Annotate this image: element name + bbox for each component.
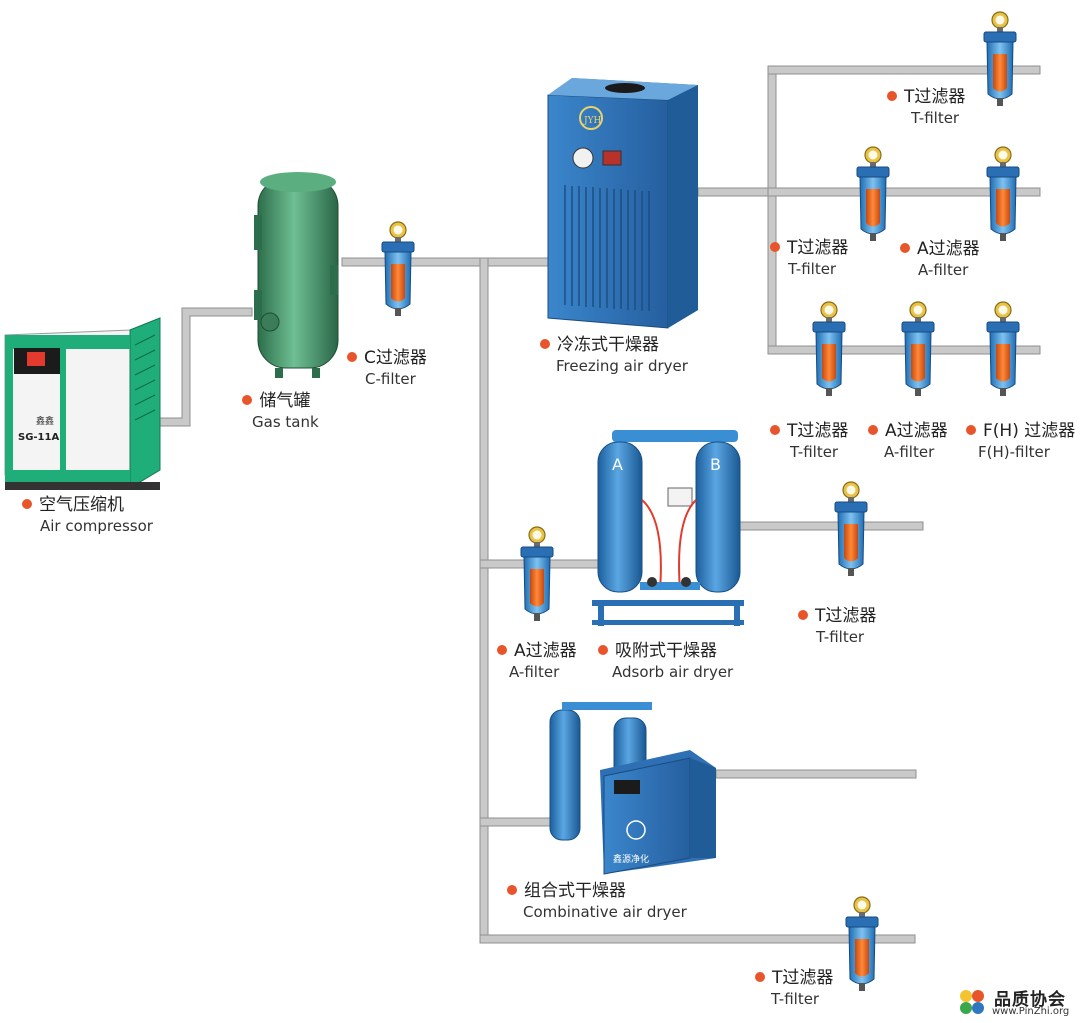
adsorb-dryer-cn: 吸附式干燥器 [615, 641, 717, 661]
bullet-dot [540, 339, 550, 349]
t-filter-row3-en: T-filter [790, 443, 839, 461]
a-filter-row3-cn: A过滤器 [885, 421, 948, 441]
t-filter-top-icon [983, 11, 1017, 107]
bullet-dot [22, 499, 32, 509]
compressor-model-text: SG-11A [18, 432, 59, 443]
air-compressor-unit: 鑫鑫 SG-11A [4, 317, 161, 490]
t-filter-bottom-icon [845, 896, 879, 992]
gas-tank-en: Gas tank [252, 413, 319, 431]
label-gas-tank: 储气罐 Gas tank [234, 390, 319, 432]
label-freezing-dryer: 冷冻式干燥器 Freezing air dryer [540, 334, 688, 376]
watermark: 品质协会 www.PinZhi.org [954, 983, 1078, 1021]
combinative-dryer-cn: 组合式干燥器 [524, 881, 626, 901]
t-filter-row2-cn: T过滤器 [787, 238, 849, 258]
bullet-dot [770, 242, 780, 252]
air-compressor-cn: 空气压缩机 [39, 495, 124, 515]
label-t-filter-adsorb: T过滤器 T-filter [798, 605, 876, 647]
t-filter-row2-en: T-filter [788, 260, 837, 278]
label-a-filter-row3: A过滤器 A-filter [868, 420, 948, 462]
t-filter-adsorb-cn: T过滤器 [815, 606, 877, 626]
label-a-filter-adsorb: A过滤器 A-filter [497, 640, 577, 682]
freezing-dryer-cn: 冷冻式干燥器 [557, 335, 659, 355]
label-t-filter-bottom: T过滤器 T-filter [755, 967, 833, 1009]
t-filter-row2-icon [856, 146, 890, 242]
a-filter-row2-icon [986, 146, 1020, 242]
label-air-compressor: 空气压缩机 Air compressor [22, 494, 153, 536]
a-filter-row2-cn: A过滤器 [917, 239, 980, 259]
combinative-dryer-en: Combinative air dryer [523, 903, 687, 921]
t-filter-adsorb-icon [834, 481, 868, 577]
label-t-filter-row3: T过滤器 T-filter [770, 420, 848, 462]
bullet-dot [900, 243, 910, 253]
label-fh-filter-row3: F(H) 过滤器 F(H)-filter [966, 420, 1075, 462]
freezing-dryer-unit: JYH [547, 78, 698, 329]
gas-tank-cn: 储气罐 [259, 391, 311, 411]
watermark-url: www.PinZhi.org [992, 1006, 1070, 1017]
bullet-dot [497, 645, 507, 655]
dryer-logo-text: JYH [583, 116, 602, 126]
a-filter-adsorb-icon [520, 526, 554, 622]
a-filter-row3-en: A-filter [884, 443, 935, 461]
compressor-brand-text: 鑫鑫 [36, 415, 54, 427]
watermark-brand: 品质协会 [994, 990, 1066, 1010]
t-filter-row3-cn: T过滤器 [787, 421, 849, 441]
bullet-dot [868, 425, 878, 435]
t-filter-top-en: T-filter [911, 109, 960, 127]
label-combinative-dryer: 组合式干燥器 Combinative air dryer [507, 880, 687, 922]
t-filter-bottom-en: T-filter [771, 990, 820, 1008]
t-filter-adsorb-en: T-filter [816, 628, 865, 646]
bullet-dot [347, 352, 357, 362]
label-c-filter: C过滤器 C-filter [347, 347, 427, 389]
t-filter-bottom-cn: T过滤器 [772, 968, 834, 988]
bullet-dot [507, 885, 517, 895]
gas-tank-unit [254, 172, 339, 378]
a-filter-row3-icon [901, 301, 935, 397]
a-filter-row2-en: A-filter [918, 261, 969, 279]
watermark-logo-icon [960, 990, 984, 1014]
c-filter-cn: C过滤器 [364, 348, 427, 368]
t-filter-top-cn: T过滤器 [904, 87, 966, 107]
adsorb-dryer-unit: A B [592, 430, 744, 626]
fh-filter-row3-en: F(H)-filter [978, 443, 1050, 461]
a-filter-adsorb-cn: A过滤器 [514, 641, 577, 661]
air-compressor-en: Air compressor [40, 517, 153, 535]
bullet-dot [798, 610, 808, 620]
combinative-dryer-unit: 鑫源净化 [549, 702, 716, 875]
bullet-dot [770, 425, 780, 435]
c-filter-en: C-filter [365, 370, 416, 388]
tower-a-letter: A [612, 455, 623, 474]
label-t-filter-top: T过滤器 T-filter [887, 86, 965, 128]
bullet-dot [966, 425, 976, 435]
tower-b-letter: B [710, 455, 721, 474]
bullet-dot [887, 91, 897, 101]
label-t-filter-row2: T过滤器 T-filter [770, 237, 848, 279]
fh-filter-row3-icon [986, 301, 1020, 397]
freezing-dryer-en: Freezing air dryer [556, 357, 688, 375]
label-adsorb-dryer: 吸附式干燥器 Adsorb air dryer [598, 640, 733, 682]
combo-brand-text: 鑫源净化 [613, 853, 649, 865]
adsorb-dryer-en: Adsorb air dryer [612, 663, 734, 681]
fh-filter-row3-cn: F(H) 过滤器 [983, 421, 1076, 441]
label-a-filter-row2: A过滤器 A-filter [900, 238, 980, 280]
bullet-dot [755, 972, 765, 982]
a-filter-adsorb-en: A-filter [509, 663, 560, 681]
bullet-dot [598, 645, 608, 655]
bullet-dot [242, 395, 253, 405]
t-filter-row3-icon [812, 301, 846, 397]
c-filter-icon [381, 221, 415, 317]
